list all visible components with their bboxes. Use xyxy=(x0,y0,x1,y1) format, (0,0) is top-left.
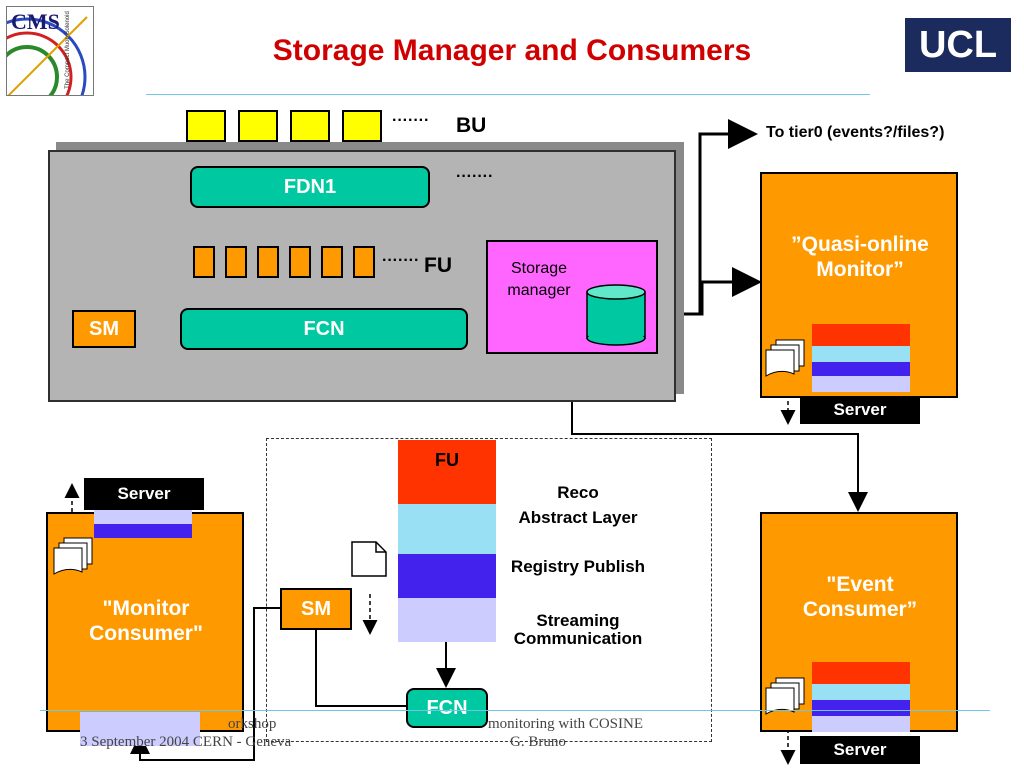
fcn-lower-box: FCN xyxy=(406,688,488,728)
documents-icon xyxy=(53,537,93,575)
fu-unit xyxy=(193,246,215,278)
layer-label-registry: Registry Publish xyxy=(510,557,646,576)
bu-unit xyxy=(290,110,330,142)
cms-detector-graphic xyxy=(7,16,88,95)
layer-label-streaming: Streaming Communication xyxy=(513,611,643,648)
fu-unit xyxy=(225,246,247,278)
fdn1-network: FDN1 xyxy=(190,166,430,208)
footer-right-line1: monitoring with COSINE xyxy=(488,716,644,732)
cms-logo: CMS The Compact Muon Solenoid xyxy=(6,6,94,96)
fu-unit xyxy=(289,246,311,278)
event-consumer-server-button[interactable]: Server xyxy=(800,736,920,764)
fu-software-stack xyxy=(398,440,496,642)
quasi-online-layer-stack xyxy=(812,324,910,392)
documents-icon xyxy=(765,677,805,715)
page-title: Storage Manager and Consumers xyxy=(272,34,752,67)
cms-logo-text: CMS xyxy=(11,9,60,34)
fu-unit xyxy=(257,246,279,278)
event-consumer-layer-stack xyxy=(812,662,910,732)
fu-dots: ······· xyxy=(382,252,420,269)
monitor-consumer-server-button[interactable]: Server xyxy=(84,478,204,510)
tier0-label: To tier0 (events?/files?) xyxy=(766,124,945,141)
title-divider xyxy=(146,94,870,95)
fu-label: FU xyxy=(424,254,452,277)
bu-unit xyxy=(238,110,278,142)
monitor-consumer-box xyxy=(46,512,244,732)
bu-label: BU xyxy=(456,114,487,137)
fu-unit xyxy=(353,246,375,278)
quasi-online-server-button[interactable]: Server xyxy=(800,396,920,424)
fu-stack-header: FU xyxy=(435,450,459,470)
database-cylinder-icon xyxy=(586,284,646,346)
bu-unit xyxy=(342,110,382,142)
sm-lower-box: SM xyxy=(280,588,352,630)
storage-manager-label: Storage manager xyxy=(507,260,571,299)
footer-left-line2: 3 September 2004 CERN - Geneva xyxy=(80,734,292,750)
monitor-consumer-label: "Monitor Consumer" xyxy=(89,597,203,645)
documents-icon xyxy=(765,339,805,377)
bu-dots: ······· xyxy=(392,112,430,129)
fdn-dots: ······· xyxy=(456,168,494,185)
monitor-consumer-bottom-layer xyxy=(80,712,200,746)
footer-divider xyxy=(40,710,990,711)
bu-unit xyxy=(186,110,226,142)
fu-detail-panel xyxy=(266,438,712,742)
quasi-online-monitor-label: ”Quasi-online Monitor” xyxy=(791,233,929,281)
fu-unit xyxy=(321,246,343,278)
layer-label-reco: Reco xyxy=(557,483,599,502)
ucl-logo: UCL xyxy=(905,18,1011,72)
footer-left-line1: orkshop xyxy=(228,716,277,732)
sm-box: SM xyxy=(72,310,136,348)
document-icon xyxy=(351,541,387,577)
fcn-network: FCN xyxy=(180,308,468,350)
footer-right-line2: G. Bruno xyxy=(510,734,566,750)
event-consumer-label: "Event Consumer” xyxy=(802,573,918,621)
layer-label-abstract: Abstract Layer xyxy=(518,508,638,527)
monitor-consumer-top-stack xyxy=(94,510,192,538)
